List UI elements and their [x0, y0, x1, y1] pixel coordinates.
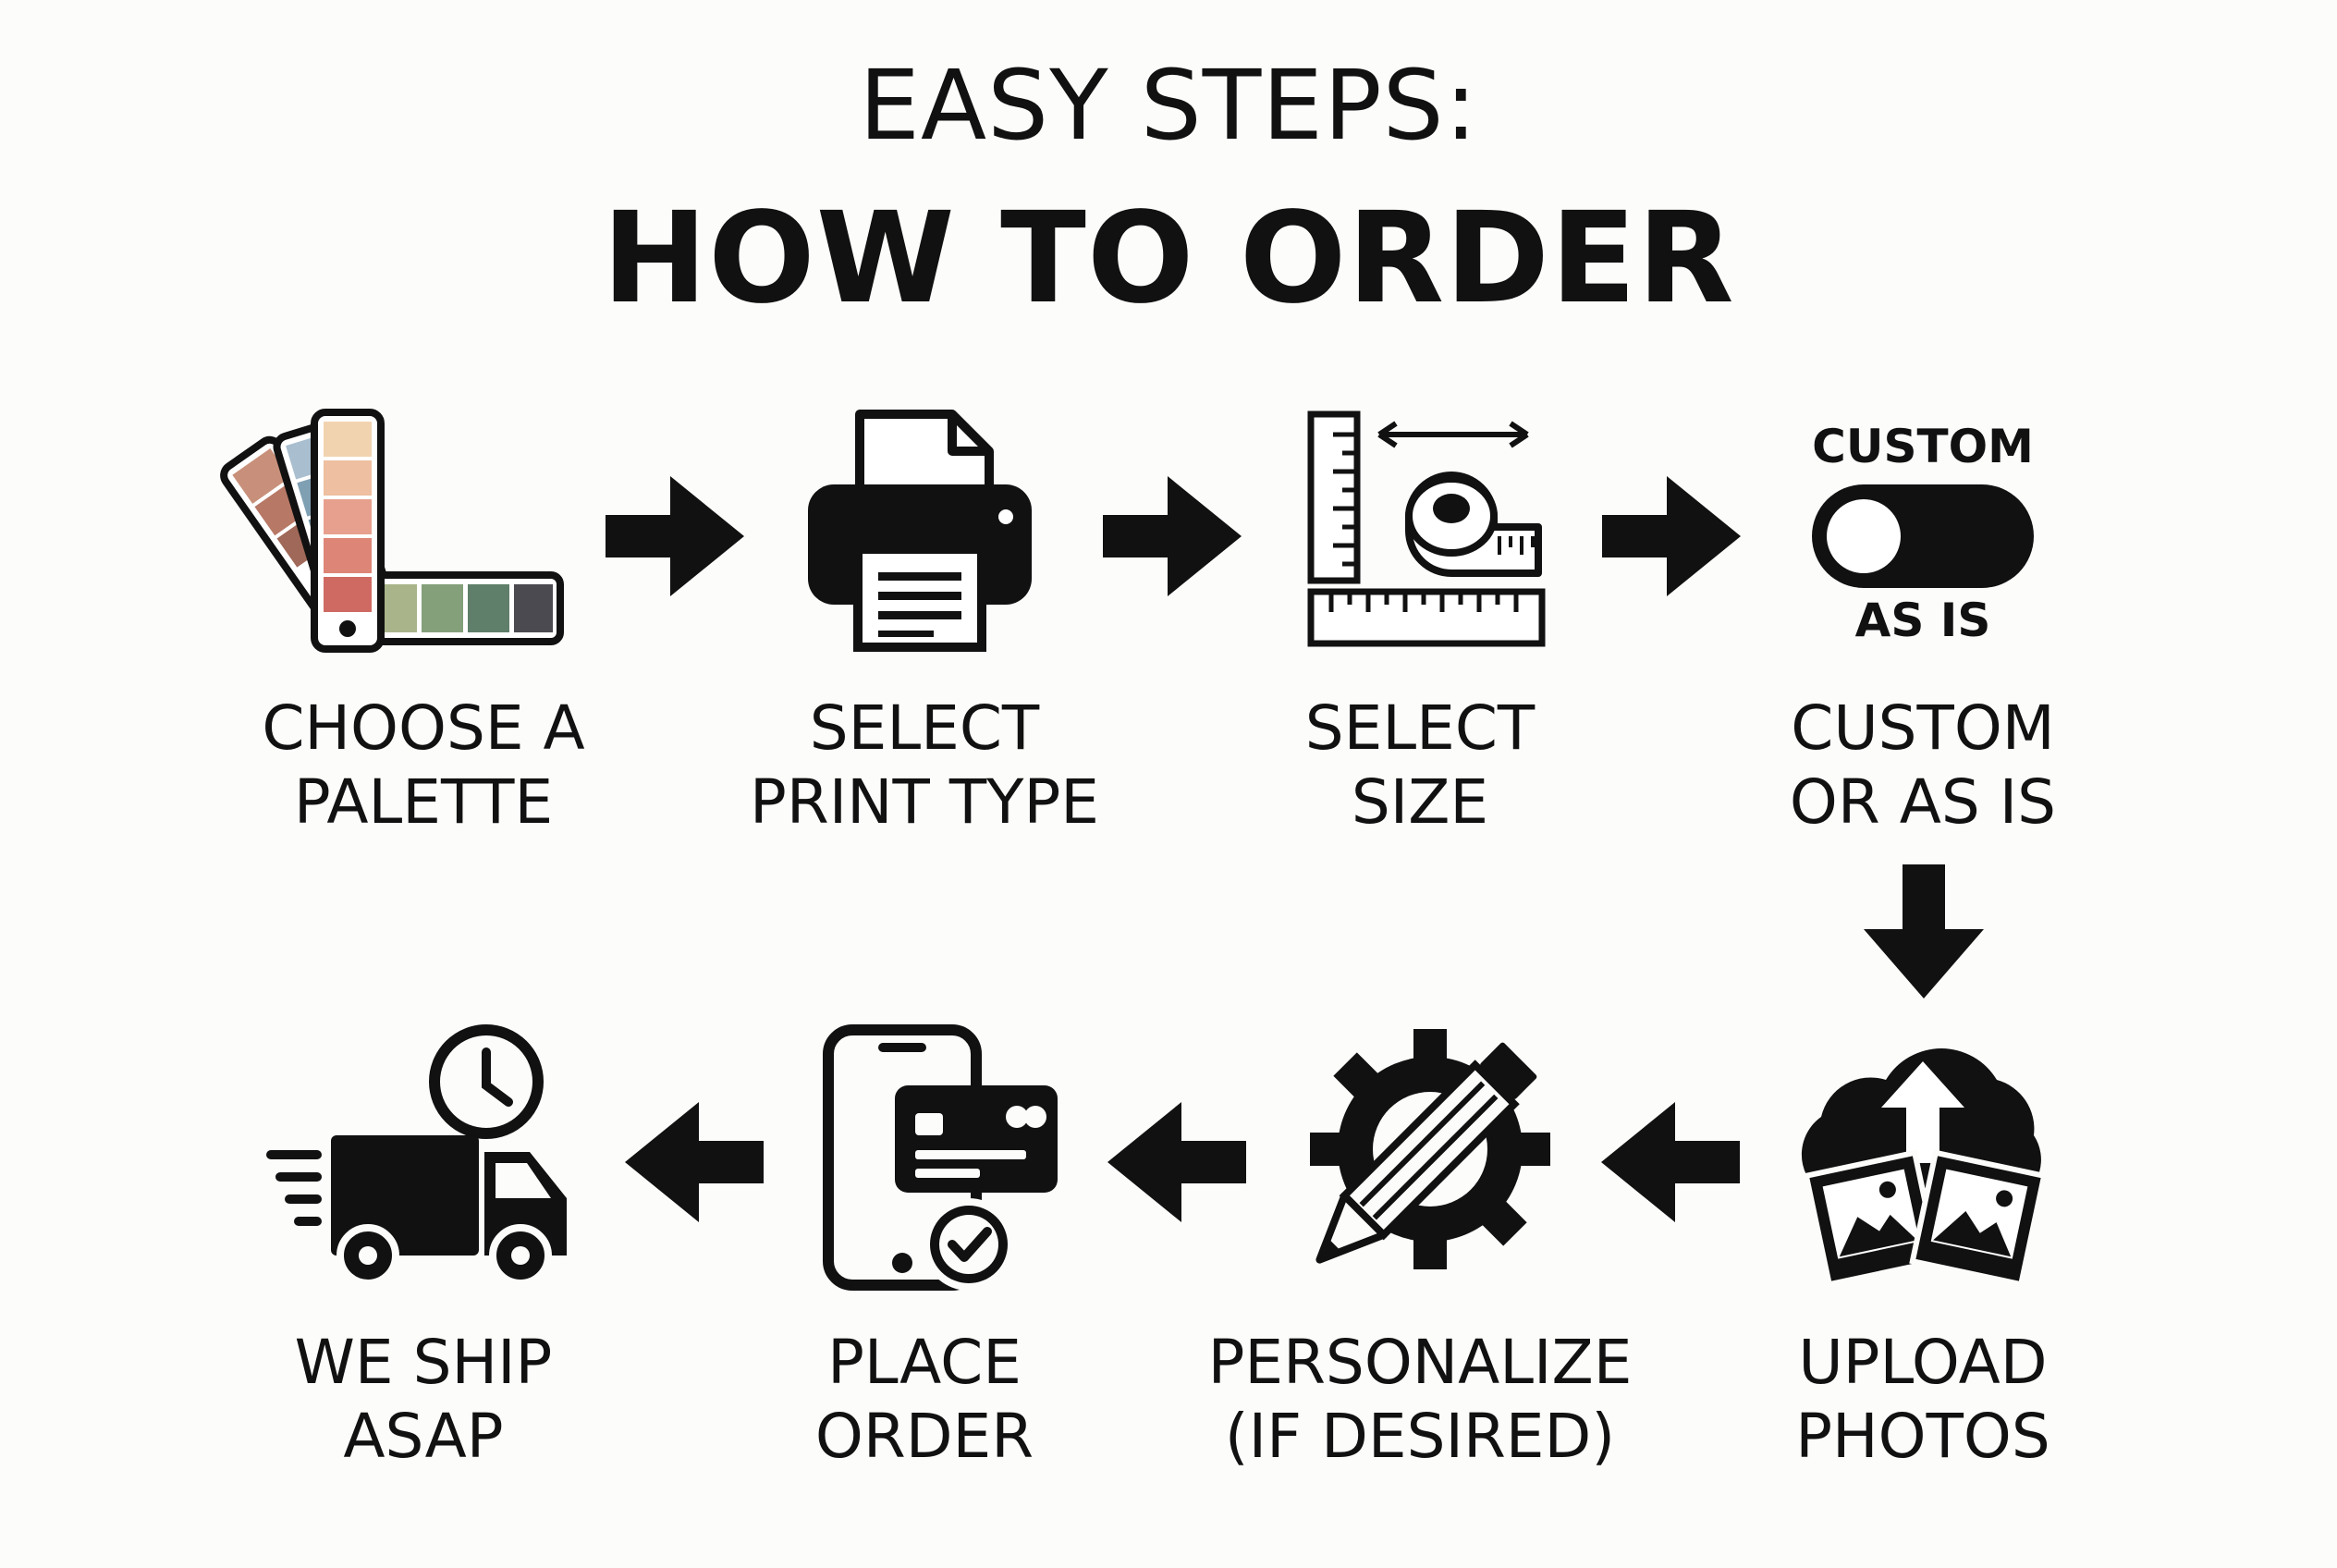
step-label: UPLOAD — [1798, 1327, 2048, 1398]
step-label: CUSTOM — [1791, 692, 2055, 764]
toggle-label-as-is: AS IS — [1854, 594, 1991, 647]
step-we-ship: WE SHIP ASAP — [211, 1024, 636, 1487]
step-label: WE SHIP — [294, 1327, 553, 1398]
arrow-right-icon — [1103, 476, 1242, 596]
step-choose-palette: CHOOSE A PALETTE — [211, 407, 636, 851]
step-label: (IF DESIRED) — [1224, 1401, 1616, 1472]
arrow-left-icon — [1107, 1102, 1246, 1222]
page-title: HOW TO ORDER — [602, 186, 1735, 332]
step-label: OR AS IS — [1789, 766, 2057, 838]
header-subtitle: EASY STEPS: — [859, 49, 1478, 162]
step-label: CHOOSE A — [262, 692, 585, 764]
step-place-order: PLACE ORDER — [712, 1024, 1137, 1487]
step-select-size: SELECT SIZE — [1207, 407, 1633, 851]
step-label: ORDER — [814, 1401, 1034, 1472]
delivery-truck-clock-icon — [266, 1024, 581, 1292]
step-label: SELECT — [1304, 692, 1536, 764]
gear-pencil-icon — [1287, 1024, 1555, 1292]
arrow-right-icon — [606, 476, 744, 596]
step-label: PHOTOS — [1795, 1401, 2050, 1472]
ruler-tape-measure-icon — [1305, 407, 1546, 652]
step-custom-or-as-is: CUSTOM AS IS CUSTOM OR AS IS — [1710, 407, 2135, 851]
step-label: SELECT — [809, 692, 1040, 764]
arrow-left-icon — [1601, 1102, 1740, 1222]
step-label: PLACE — [827, 1327, 1022, 1398]
step-upload-photos: UPLOAD PHOTOS — [1710, 1024, 2135, 1487]
step-select-print-type: SELECT PRINT TYPE — [712, 407, 1137, 851]
arrow-left-icon — [625, 1102, 764, 1222]
phone-credit-card-icon — [823, 1024, 1063, 1292]
toggle-switch-icon: CUSTOM AS IS — [1710, 407, 2135, 656]
arrow-down-icon — [1864, 864, 1984, 998]
cloud-upload-photos-icon — [1784, 1024, 2062, 1292]
step-label: PERSONALIZE — [1207, 1327, 1633, 1398]
step-personalize: PERSONALIZE (IF DESIRED) — [1207, 1024, 1633, 1487]
step-label: PALETTE — [293, 766, 554, 838]
step-label: ASAP — [343, 1401, 504, 1472]
step-label: PRINT TYPE — [750, 766, 1099, 838]
printer-icon — [804, 410, 1035, 652]
color-palette-swatches-icon — [220, 407, 573, 656]
step-label: SIZE — [1351, 766, 1489, 838]
arrow-right-icon — [1602, 476, 1741, 596]
toggle-label-custom: CUSTOM — [1812, 420, 2034, 473]
